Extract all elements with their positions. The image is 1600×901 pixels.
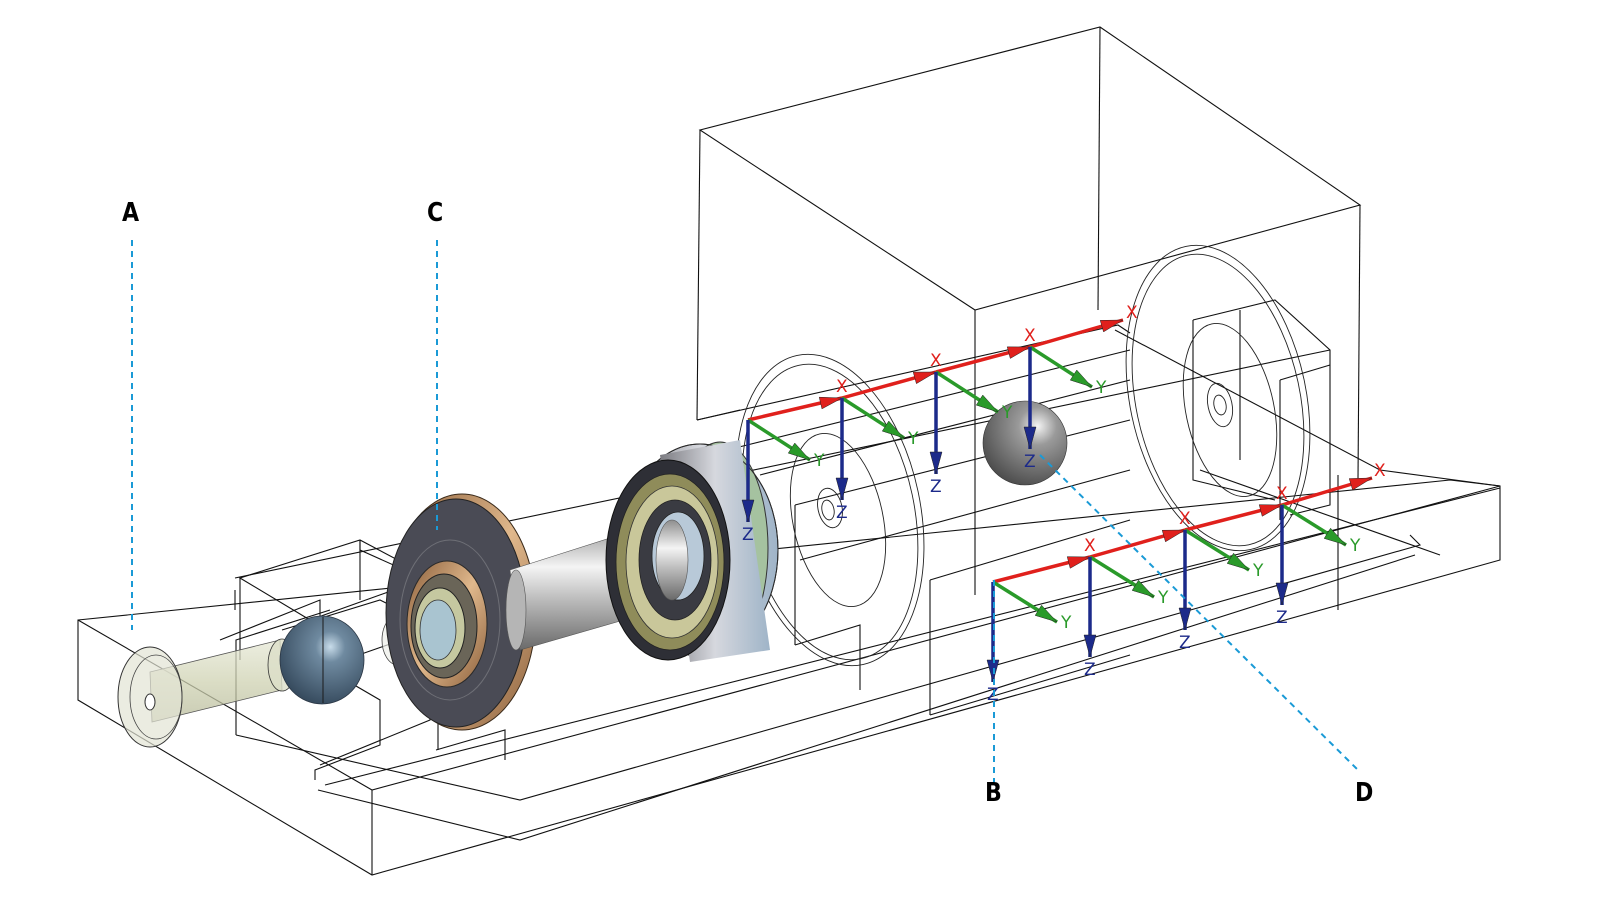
upper-frame-2-z-label: Z [930, 477, 942, 497]
upper-frame-2-y-arrow-icon [975, 394, 999, 413]
callout-a: A [122, 198, 140, 228]
lower-frame-1-y-arrow-icon [1131, 579, 1155, 598]
blue-sphere[interactable] [279, 615, 365, 705]
upper-frame-1-z-arrow-icon [835, 477, 849, 501]
lower-frame-2-y-label: Y [1252, 561, 1264, 581]
lower-frame-1-z-arrow-icon [1083, 634, 1097, 658]
lower-frame-3-y-label: Y [1349, 536, 1361, 556]
upper-frame-1-z-label: Z [836, 503, 848, 523]
upper-frame-3-x-arrow-icon [1099, 319, 1124, 333]
lower-frame-1-z-label: Z [1084, 660, 1096, 680]
upper-frame-1-y-arrow-icon [881, 420, 905, 439]
lower-frame-3-x-arrow-icon [1348, 477, 1373, 491]
upper-frame-2-x-label: X [930, 351, 942, 371]
lower-frame-2-x-arrow-icon [1258, 504, 1283, 517]
upper-frame-0-z-label: Z [742, 525, 754, 545]
lower-frame-0-y-label: Y [1060, 613, 1072, 633]
upper-frame-3-y-label: Y [1095, 378, 1107, 398]
upper-frame-2-x-arrow-icon [1006, 346, 1031, 359]
lower-frame-3-z-arrow-icon [1275, 582, 1289, 606]
lower-frame-2-z-arrow-icon [1178, 607, 1192, 631]
right-bracket-wireframe [1114, 299, 1501, 610]
lower-frame-1-x-label: X [1084, 536, 1096, 556]
lower-frame-1-x-arrow-icon [1161, 529, 1186, 543]
lower-frame-0-x-arrow-icon [1066, 556, 1091, 569]
upper-frame-0-x-arrow-icon [818, 396, 843, 410]
lower-frame-3-z-label: Z [1276, 608, 1288, 628]
upper-frame-1-x-arrow-icon [912, 371, 937, 385]
lower-frame-0-z-label: Z [987, 685, 999, 705]
flanged-bearing-disc[interactable] [385, 493, 537, 731]
right-disc-wireframe [1125, 244, 1311, 552]
lower-end-x-label: X [1374, 461, 1386, 481]
lower-frame-2-z-label: Z [1179, 633, 1191, 653]
upper-frame-0-y-arrow-icon [787, 442, 811, 461]
lower-frame-3-y-arrow-icon [1323, 527, 1347, 546]
grey-sphere[interactable] [982, 400, 1068, 486]
upper-frame-1-y-label: Y [907, 429, 919, 449]
coordinate-frames: Y Z Y Z X Y Z X Y Z X X Y Z Y Z X Y Z X Y Z X X [741, 303, 1386, 705]
lower-frame-2-x-label: X [1179, 509, 1191, 529]
lower-frame-3-x-label: X [1276, 484, 1288, 504]
upper-frame-2-y-label: Y [1001, 403, 1013, 423]
upper-frame-0-y-label: Y [813, 451, 825, 471]
upper-housing-wireframe [696, 26, 1362, 716]
callout-d: D [1355, 778, 1374, 808]
leader-lines [131, 240, 1359, 783]
lower-frame-0-y-arrow-icon [1034, 604, 1058, 623]
upper-frame-3-z-label: Z [1024, 452, 1036, 472]
upper-frame-1-x-label: X [836, 377, 848, 397]
leader-d [1039, 454, 1359, 771]
callout-c: C [427, 198, 444, 228]
lower-frame-2-y-arrow-icon [1226, 552, 1250, 571]
upper-frame-2-z-arrow-icon [929, 451, 943, 475]
callout-b: B [985, 778, 1002, 808]
upper-frame-3-x-label: X [1024, 326, 1036, 346]
upper-frame-3-z-arrow-icon [1023, 426, 1037, 450]
upper-frame-0-z-arrow-icon [741, 499, 755, 523]
upper-frame-3-y-arrow-icon [1069, 369, 1093, 388]
upper-end-x-label: X [1126, 303, 1138, 323]
lower-frame-1-y-label: Y [1157, 588, 1169, 608]
right-bearing[interactable] [605, 440, 779, 662]
